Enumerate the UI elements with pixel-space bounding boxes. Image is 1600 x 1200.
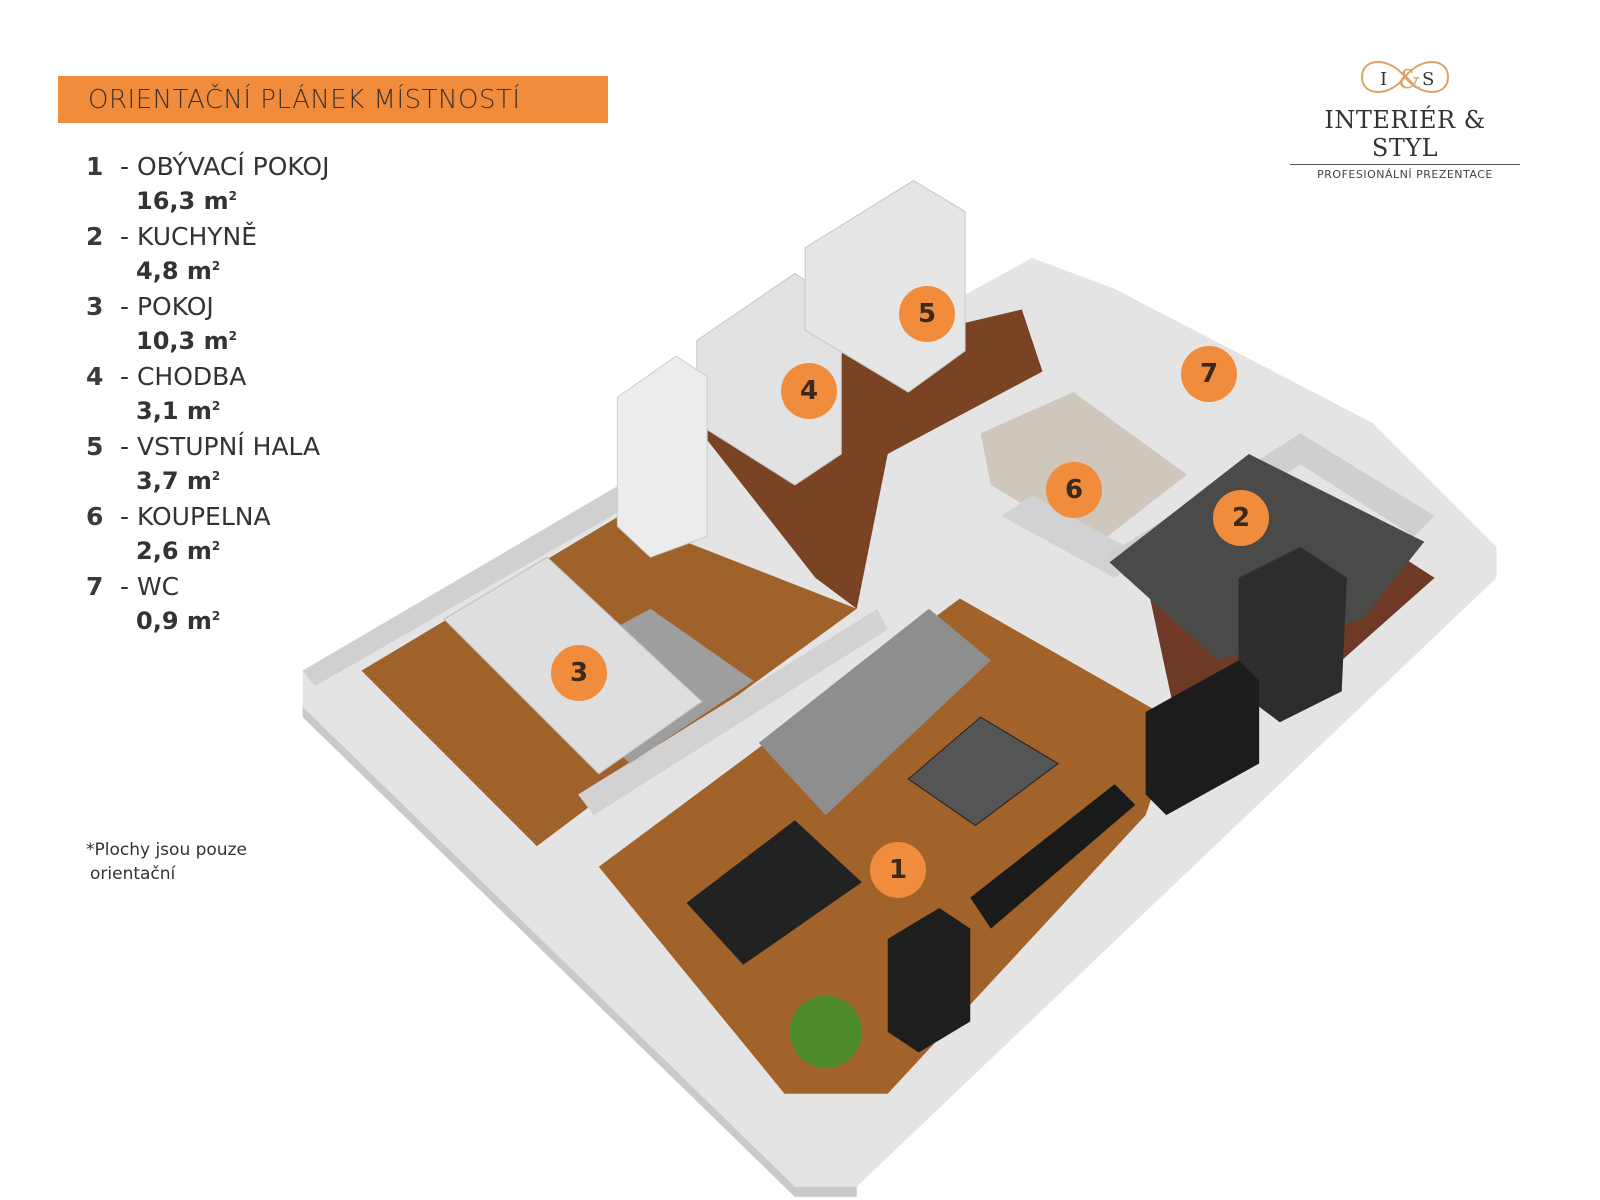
legend-item: 1 - OBÝVACÍ POKOJ 16,3 m2 — [86, 152, 329, 222]
legend-item: 5 - VSTUPNÍ HALA 3,7 m2 — [86, 432, 329, 502]
fridge — [1238, 546, 1347, 723]
room-number: 3 — [86, 292, 104, 321]
room-number: 4 — [86, 362, 104, 391]
room-marker-7: 7 — [1181, 346, 1237, 402]
room-area: 3,1 m2 — [136, 397, 221, 425]
room-marker-5: 5 — [899, 286, 955, 342]
tv-unit — [970, 784, 1136, 929]
disclaimer-note: *Plochy jsou pouze orientační — [86, 840, 247, 884]
room-area: 0,9 m2 — [136, 607, 221, 635]
room-area: 16,3 m2 — [136, 187, 237, 215]
page-title: ORIENTAČNÍ PLÁNEK MÍSTNOSTÍ — [88, 84, 521, 115]
room-marker-6: 6 — [1046, 462, 1102, 518]
svg-text:I: I — [1380, 69, 1387, 90]
room-number: 7 — [86, 572, 104, 601]
bookshelf — [1145, 660, 1260, 816]
legend-item: 7 - WC 0,9 m2 — [86, 572, 329, 642]
company-logo: I & S INTERIÉR & STYL PROFESIONÁLNÍ PREZ… — [1290, 52, 1520, 181]
room-marker-2: 2 — [1213, 490, 1269, 546]
coffee-table — [907, 716, 1059, 827]
title-banner: ORIENTAČNÍ PLÁNEK MÍSTNOSTÍ — [58, 76, 608, 123]
plant — [789, 995, 862, 1068]
room-number: 6 — [86, 502, 104, 531]
room-name: - POKOJ — [120, 292, 214, 321]
room-name: - CHODBA — [120, 362, 247, 391]
room-number: 1 — [86, 152, 104, 181]
hallway-floor — [701, 309, 1043, 609]
wall — [1104, 433, 1435, 578]
infinity-monogram-icon: I & S — [1360, 61, 1450, 95]
legend-item: 4 - CHODBA 3,1 m2 — [86, 362, 329, 432]
legend-item: 2 - KUCHYNĚ 4,8 m2 — [86, 222, 329, 292]
legend-item: 3 - POKOJ 10,3 m2 — [86, 292, 329, 362]
room-name: - KOUPELNA — [120, 502, 271, 531]
cabinet — [887, 907, 971, 1053]
room-marker-1: 1 — [870, 842, 926, 898]
wardrobe — [616, 355, 708, 558]
room-legend: 1 - OBÝVACÍ POKOJ 16,3 m2 2 - KUCHYNĚ 4,8 … — [86, 152, 329, 642]
sofa — [758, 608, 991, 816]
dining-table — [686, 820, 862, 965]
room-name: - KUCHYNĚ — [120, 222, 258, 251]
room-marker-3: 3 — [551, 645, 607, 701]
wall — [302, 484, 630, 687]
room-name: - OBÝVACÍ POKOJ — [120, 152, 330, 181]
svg-text:S: S — [1422, 69, 1434, 90]
room-number: 2 — [86, 222, 104, 251]
logo-tagline: PROFESIONÁLNÍ PREZENTACE — [1317, 168, 1493, 181]
room-area: 3,7 m2 — [136, 467, 221, 495]
room-number: 5 — [86, 432, 104, 461]
wall — [578, 608, 888, 816]
legend-item: 6 - KOUPELNA 2,6 m2 — [86, 502, 329, 572]
room-name: - WC — [120, 572, 180, 601]
room-marker-4: 4 — [781, 363, 837, 419]
room-area: 4,8 m2 — [136, 257, 221, 285]
room-area: 2,6 m2 — [136, 537, 221, 565]
room-name: - VSTUPNÍ HALA — [120, 432, 321, 461]
kitchen-counter — [1109, 453, 1425, 661]
svg-text:&: & — [1398, 65, 1421, 95]
logo-name: INTERIÉR & STYL — [1290, 106, 1520, 165]
room-area: 10,3 m2 — [136, 327, 237, 355]
